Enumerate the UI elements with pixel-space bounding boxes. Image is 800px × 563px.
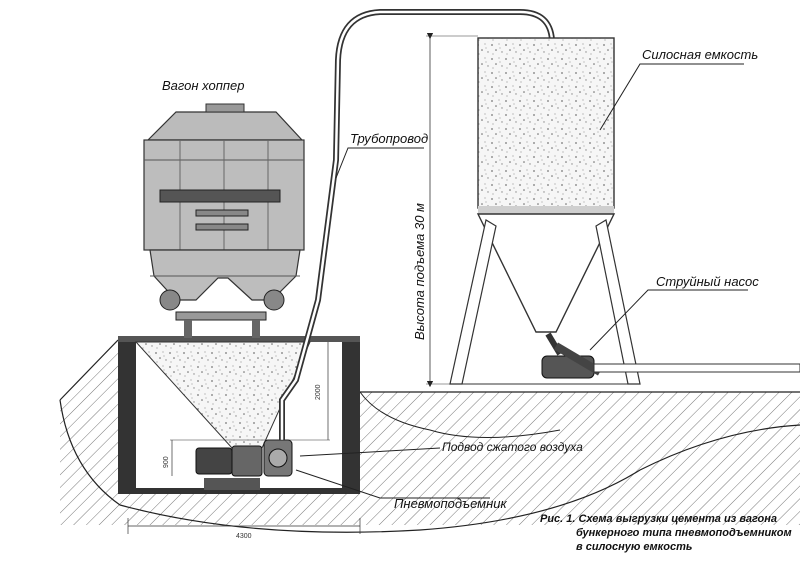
- dim-pit-depth: 2000: [315, 384, 322, 400]
- caption-line-1: Рис. 1. Схема выгрузки цемента из вагона: [540, 513, 777, 525]
- label-jet-pump: Струйный насос: [656, 274, 759, 289]
- label-wagon: Вагон хоппер: [162, 78, 245, 93]
- ground: [59, 339, 800, 533]
- leader-lines: [295, 63, 748, 499]
- label-pipeline: Трубопровод: [350, 131, 428, 146]
- dim-pump-height: 900: [163, 456, 170, 468]
- label-air-supply: Подвод сжатого воздуха: [442, 440, 583, 454]
- jet-pump: [541, 332, 800, 379]
- caption-line-3: в силосную емкость: [576, 541, 692, 553]
- pit-depth-dimension: [170, 342, 330, 476]
- height-dimension: [426, 32, 478, 388]
- silo: [449, 37, 641, 385]
- label-lift-height: Высота подъема 30 м: [412, 203, 427, 340]
- pit-width-dimension: [127, 518, 361, 534]
- caption-line-2: бункерного типа пневмоподъемником: [576, 527, 792, 539]
- dim-pit-width: 4300: [236, 533, 252, 540]
- label-silo: Силосная емкость: [642, 47, 758, 62]
- label-pneumolift: Пневмоподъемник: [394, 496, 507, 511]
- hopper-wagon: [143, 103, 305, 338]
